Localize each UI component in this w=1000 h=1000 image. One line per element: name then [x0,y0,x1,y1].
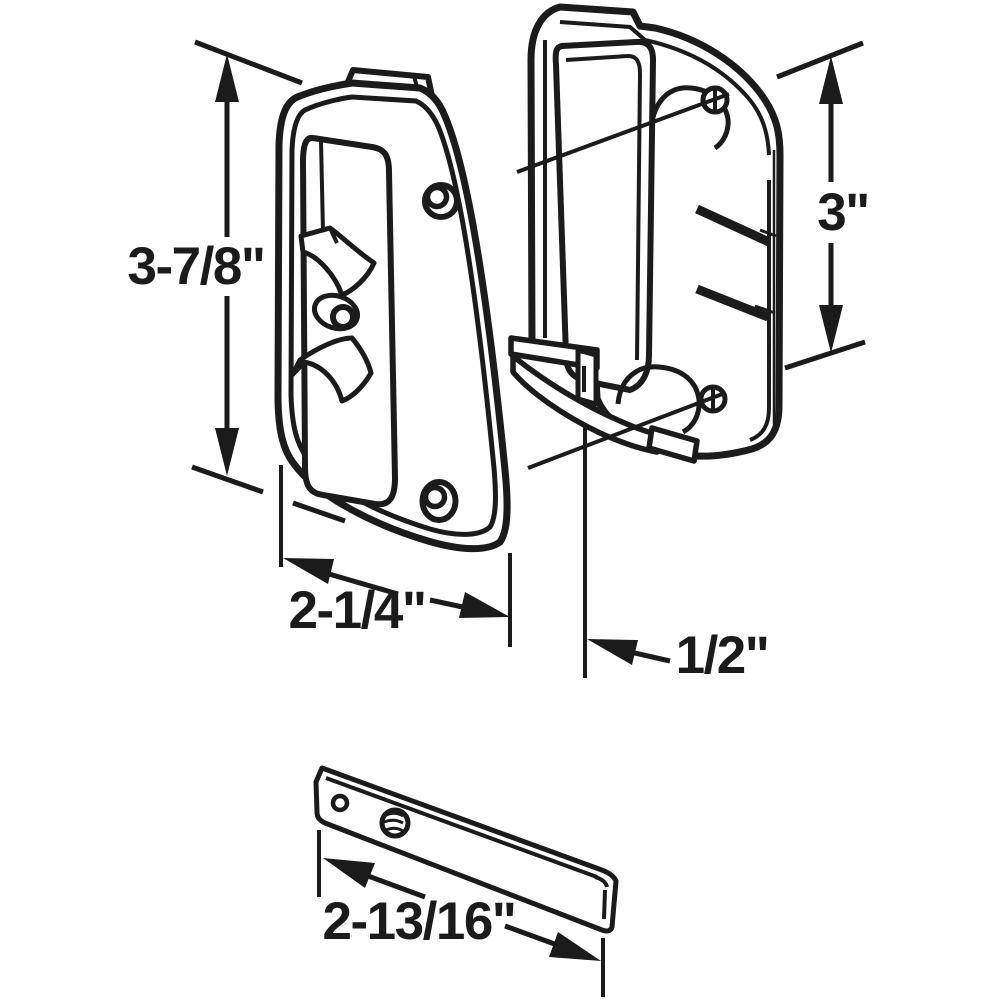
dimension-plate-width: 2-1/4" [279,465,512,647]
tongue-hook-end [646,425,700,464]
label-plate-height-left: 3-7/8" [128,237,265,296]
label-plate-height-right: 3" [817,183,869,242]
dimension-plate-height-left: 3-7/8" [128,39,303,495]
label-tongue-offset: 1/2" [676,626,769,685]
bar-pilot-hole [330,793,350,813]
interior-latch-plate [274,67,511,553]
latch-hook-tongue [508,335,700,464]
latch-pivot [330,304,356,330]
mounting-bar [313,765,619,934]
grip-hatch-lines [695,204,777,322]
latch-lever-lower [290,335,374,404]
screw-hole-top [422,182,460,220]
dimension-bar-length: 2-13/16" [317,830,605,997]
latch-lever-upper [298,225,377,298]
exterior-pull-plate [527,3,784,460]
keeper-slot [575,347,599,407]
screw-axis-lines [516,88,730,470]
label-plate-width: 2-1/4" [289,581,426,640]
screw-hole-bottom [419,479,459,523]
label-bar-length: 2-13/16" [323,892,516,951]
dimension-plate-height-right: 3" [776,40,870,371]
dimension-tongue-offset: 1/2" [583,427,770,685]
